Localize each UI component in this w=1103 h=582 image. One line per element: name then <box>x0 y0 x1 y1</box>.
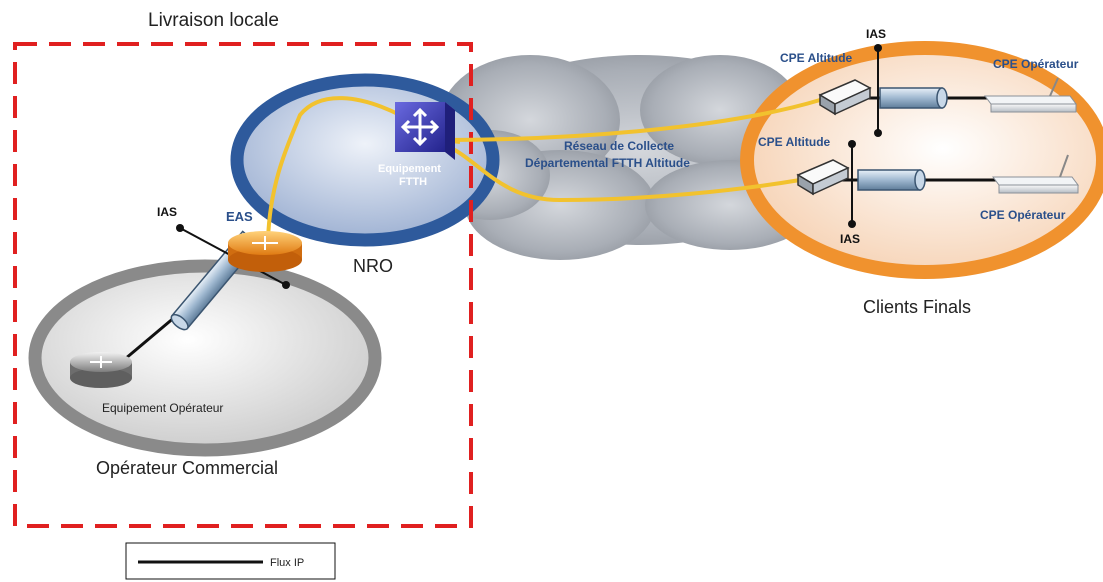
livraison-locale-label: Livraison locale <box>148 10 279 31</box>
reseau-collecte-label-line1: Réseau de Collecte <box>564 139 674 153</box>
ias-top-right-line <box>874 44 882 137</box>
cpe-operateur-bottom-icon <box>992 154 1079 194</box>
ias-left-label: IAS <box>157 205 177 219</box>
eas-label: EAS <box>226 209 253 224</box>
eas-router-icon <box>228 231 302 272</box>
nro-label: NRO <box>353 256 393 276</box>
operateur-commercial-label: Opérateur Commercial <box>96 458 278 478</box>
ias-top-right-label: IAS <box>866 27 886 41</box>
cpe-operateur-top-label: CPE Opérateur <box>993 57 1079 71</box>
operator-commercial-zone <box>28 259 382 457</box>
livraison-locale-border <box>13 42 473 528</box>
ftth-equipment-icon <box>395 102 455 160</box>
cpe-altitude-bottom-icon <box>796 159 850 196</box>
reseau-collecte-label-line2: Départemental FTTH Altitude <box>525 156 690 170</box>
equipement-ftth-label-line2: FTTH <box>399 176 427 188</box>
cpe-operateur-bottom-label: CPE Opérateur <box>980 208 1066 222</box>
cpe-altitude-mid-label: CPE Altitude <box>758 135 831 149</box>
operator-router-icon <box>70 352 132 388</box>
flux-ip-legend-label: Flux IP <box>270 557 304 569</box>
legend: Flux IP <box>125 542 336 580</box>
clients-finals-zone <box>740 41 1103 279</box>
cpe-altitude-top-icon <box>818 79 872 116</box>
equipement-ftth-label-line1: Equipement <box>378 163 441 175</box>
cpe-bottom-link <box>840 169 1000 191</box>
cpe-operateur-top-icon <box>984 77 1077 113</box>
cpe-top-link <box>855 87 1000 109</box>
clients-finals-label: Clients Finals <box>863 297 971 317</box>
cpe-altitude-top-label: CPE Altitude <box>780 51 853 65</box>
ias-bottom-right-line <box>848 140 856 228</box>
nro-zone <box>230 73 500 247</box>
equipement-operateur-label: Equipement Opérateur <box>102 401 223 415</box>
ias-bottom-right-label: IAS <box>840 232 860 246</box>
